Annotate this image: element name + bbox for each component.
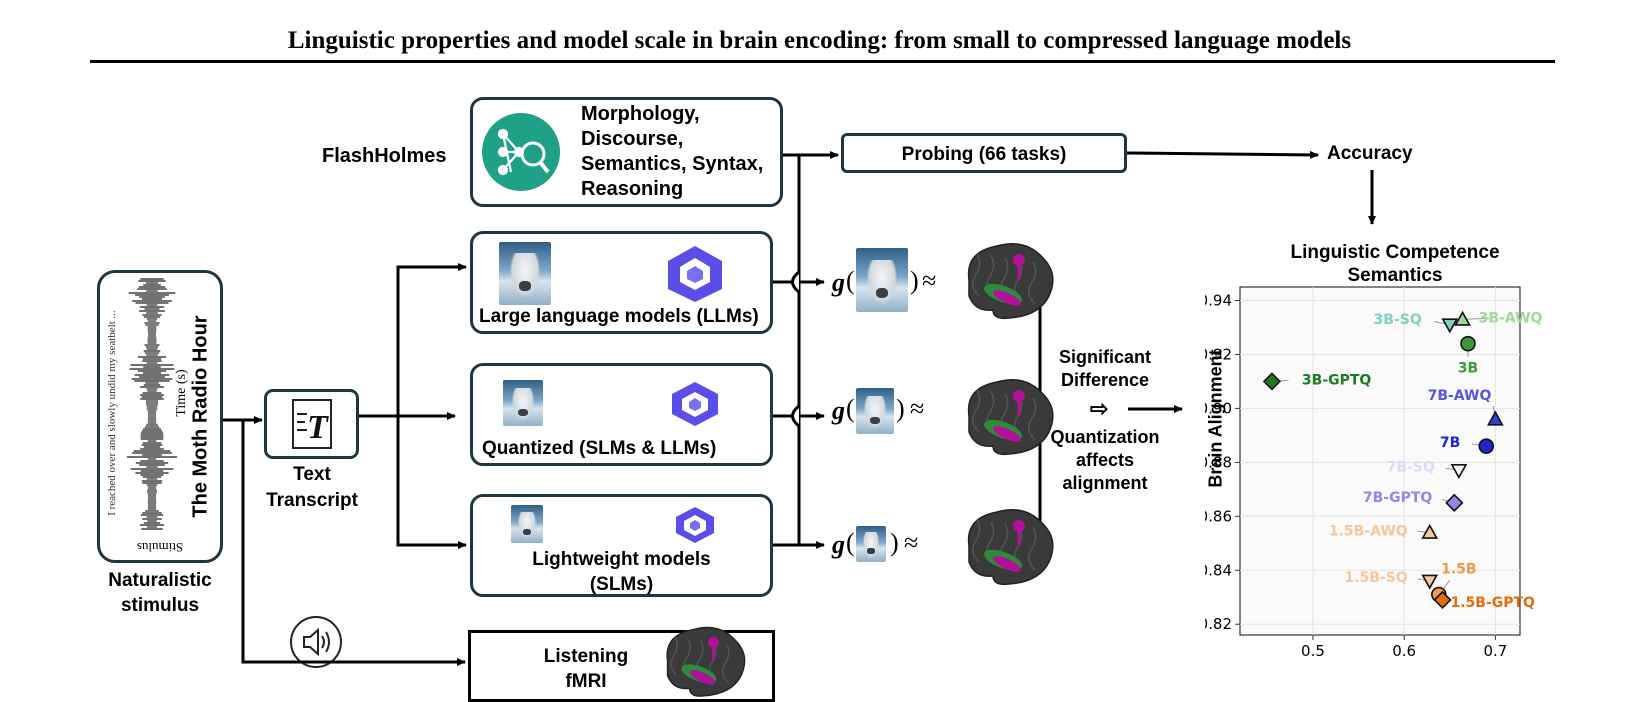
x-tick-label: 0.5 [1301, 642, 1325, 660]
point-label: 7B-SQ [1387, 459, 1435, 475]
y-tick-label: 0.94 [1205, 291, 1232, 309]
point-label: 3B-SQ [1374, 312, 1422, 328]
llama-image [511, 505, 543, 543]
point-label: 7B-GPTQ [1363, 490, 1433, 506]
g-symbol: g [832, 396, 845, 425]
llama-image [499, 242, 551, 305]
data-point [1478, 438, 1495, 454]
data-point [1454, 310, 1471, 326]
stimulus-caption: Naturalistic stimulus [108, 570, 212, 616]
flashholmes-task-list: Morphology, Discourse, Semantics, Syntax… [581, 103, 764, 200]
arrow-to-llm [396, 263, 467, 416]
point-label: 1.5B-AWQ [1329, 523, 1408, 539]
data-point [1421, 523, 1439, 539]
data-point [1262, 372, 1282, 391]
svg-text:T: T [307, 409, 329, 446]
chart-title: Linguistic Competence [1290, 242, 1500, 263]
encoding-row-quantized: g ( ) ≈ [830, 388, 1020, 438]
data-point [1487, 410, 1504, 426]
point-label: 3B-AWQ [1479, 310, 1543, 326]
brain-image [967, 243, 1054, 320]
chart-subtitle: Semantics [1347, 265, 1443, 286]
encoding-row-llm: g ( ) ≈ [830, 248, 1020, 318]
significant-difference-text: Significant Difference [1058, 347, 1151, 390]
x-tick-label: 0.6 [1392, 642, 1416, 660]
accuracy-label: Accuracy [1327, 143, 1413, 164]
y-tick-label: 0.84 [1205, 561, 1232, 579]
slm-label: Lightweight models (SLMs) [532, 549, 711, 595]
llm-box: Large language models (LLMs) [470, 231, 773, 334]
x-tick-label: 0.7 [1483, 642, 1507, 660]
qwen-logo-icon [676, 507, 714, 543]
y-tick-label: 0.92 [1205, 345, 1232, 363]
stimulus-panel: I reached over and slowly undid my seatb… [97, 270, 223, 563]
quantized-box: Quantized (SLMs & LLMs) [470, 363, 773, 466]
arrow-to-listening [241, 420, 466, 666]
y-tick-label: 0.88 [1205, 453, 1232, 471]
transcript-caption: Text Transcript [266, 464, 358, 511]
quantization-affects-text: Quantization affects alignment [1050, 427, 1160, 493]
qwen-logo-icon [672, 382, 718, 426]
point-label: 7B [1440, 435, 1460, 451]
point-label: 7B-AWQ [1428, 388, 1492, 404]
point-label: 1.5B [1441, 562, 1476, 578]
brain-image [967, 509, 1054, 586]
network-search-icon [482, 113, 560, 191]
point-label: 3B [1458, 361, 1478, 377]
encoding-row-slm: g ( ) ≈ [830, 524, 1020, 574]
scatter-chart: 0.5 0.6 0.7 0.82 0.84 0.86 0.88 0.90 0.92 0.94 3B-… [1205, 286, 1543, 660]
data-point [1421, 574, 1439, 590]
y-tick-label: 0.82 [1205, 615, 1232, 633]
point-label: 1.5B-GPTQ [1450, 595, 1535, 611]
brain-image [967, 379, 1054, 456]
waveform-graphic [126, 278, 178, 530]
llm-label: Large language models (LLMs) [479, 306, 759, 327]
implies-arrow-symbol: ⇨ [1090, 396, 1109, 421]
point-label: 1.5B-SQ [1344, 570, 1407, 586]
speaker-icon [290, 616, 342, 668]
title-rule [90, 60, 1555, 63]
llama-image [856, 526, 886, 562]
data-point [1450, 464, 1468, 480]
text-transcript-icon: T [264, 389, 359, 459]
y-tick-label: 0.86 [1205, 507, 1232, 525]
g-symbol: g [832, 530, 845, 559]
llama-image [503, 380, 543, 426]
llama-image [856, 248, 908, 312]
slm-box: Lightweight models (SLMs) [470, 494, 773, 597]
flashholmes-label: FlashHolmes [322, 145, 447, 167]
flashholmes-box: Morphology, Discourse, Semantics, Syntax… [470, 97, 783, 207]
data-point [1445, 493, 1464, 512]
g-symbol: g [832, 268, 845, 297]
quantized-label: Quantized (SLMs & LLMs) [482, 438, 717, 459]
figure-title: Linguistic properties and model scale in… [287, 27, 1352, 54]
data-point [1460, 335, 1476, 352]
qwen-logo-icon [668, 246, 722, 302]
y-tick-label: 0.90 [1205, 399, 1232, 417]
brain-image [666, 626, 746, 697]
arrow-to-accuracy [1126, 150, 1319, 159]
data-point [1441, 318, 1459, 334]
arrow-to-slm [396, 416, 467, 549]
point-label: 3B-GPTQ [1302, 372, 1372, 388]
data-point [1433, 590, 1452, 610]
llama-image [856, 388, 894, 434]
probing-box: Probing (66 tasks) [841, 133, 1127, 173]
